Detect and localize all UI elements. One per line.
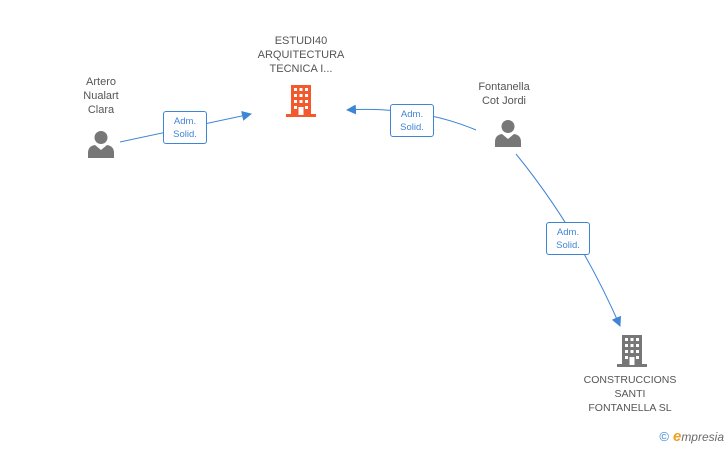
company-second-label-line-1: CONSTRUCCIONS xyxy=(583,374,677,386)
person-icon[interactable] xyxy=(493,118,523,148)
person-artero-label-line-3: Clara xyxy=(87,104,115,116)
building-icon[interactable] xyxy=(284,84,318,118)
person-fontanella-label-line-1: Fontanella xyxy=(478,81,530,93)
edge-label-artero-estudi[interactable]: Adm. Solid. xyxy=(163,111,207,144)
edge-label-line-1: Adm. xyxy=(556,227,580,238)
copyright-icon: © xyxy=(659,429,669,444)
company-main-label-line-3: TECNICA I... xyxy=(269,63,333,75)
edge-label-line-2: Solid. xyxy=(556,240,580,251)
person-artero-label[interactable]: Artero Nualart Clara xyxy=(56,75,146,117)
company-second-label[interactable]: CONSTRUCCIONS SANTI FONTANELLA SL xyxy=(564,373,696,415)
brand-watermark: ©empresia xyxy=(659,428,724,445)
edge-label-line-1: Adm. xyxy=(173,116,197,127)
company-main-label[interactable]: ESTUDI40 ARQUITECTURA TECNICA I... xyxy=(236,34,366,76)
edge-label-fontanella-construccions[interactable]: Adm. Solid. xyxy=(546,222,590,255)
person-fontanella-label-line-2: Cot Jordi xyxy=(481,95,527,107)
edge-label-line-2: Solid. xyxy=(173,129,197,140)
person-artero-label-line-1: Artero xyxy=(86,76,116,88)
person-artero-label-line-2: Nualart xyxy=(83,90,119,102)
person-icon[interactable] xyxy=(86,129,116,159)
person-fontanella-label[interactable]: Fontanella Cot Jordi xyxy=(454,80,554,108)
company-main-label-line-2: ARQUITECTURA xyxy=(257,49,345,61)
building-icon[interactable] xyxy=(615,334,649,368)
brand-logo-letter: e xyxy=(672,428,682,445)
company-second-label-line-3: FONTANELLA SL xyxy=(588,402,672,414)
company-main-label-line-1: ESTUDI40 xyxy=(274,35,328,47)
edge-label-line-1: Adm. xyxy=(400,109,424,120)
edge-label-fontanella-estudi[interactable]: Adm. Solid. xyxy=(390,104,434,137)
company-second-label-line-2: SANTI xyxy=(614,388,646,400)
brand-logo-text: mpresia xyxy=(681,430,724,444)
edge-label-line-2: Solid. xyxy=(400,122,424,133)
